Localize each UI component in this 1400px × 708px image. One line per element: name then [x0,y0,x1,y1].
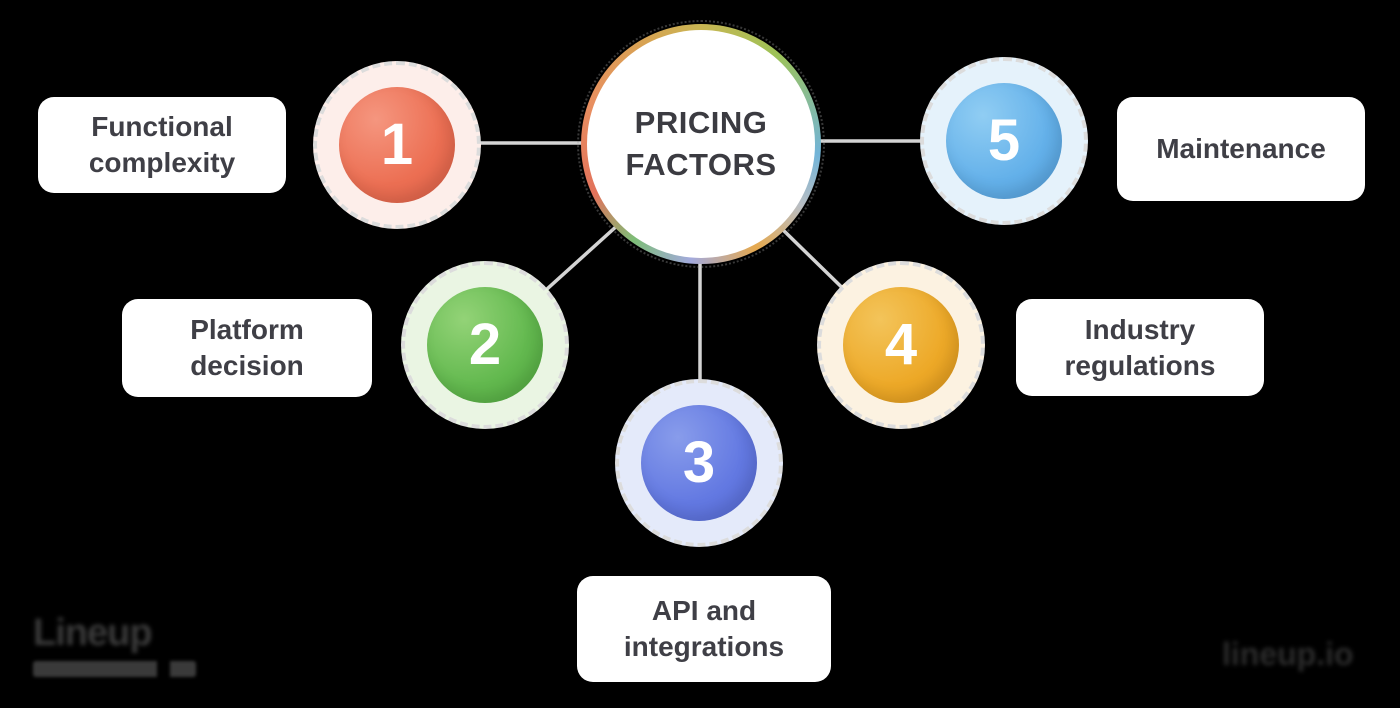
factor-circle-3: 3 [641,405,757,521]
factor-label-text-5: Maintenance [1156,133,1326,164]
factor-node-1: 1 [313,61,481,229]
factor-number-2: 2 [468,312,502,377]
watermark-tagline-bar [33,661,196,677]
factor-number-5: 5 [987,108,1021,173]
factor-circle-4: 4 [843,287,959,403]
factor-label-text-1: Functional complexity [88,111,236,178]
factor-circle-5: 5 [946,83,1062,199]
factor-label-api-and-integrations: API and integrations [577,576,831,682]
factor-node-2: 2 [401,261,569,429]
factor-node-4: 4 [817,261,985,429]
watermark-wordmark: Lineup [33,612,153,654]
diagram-title-line2: FACTORS [625,147,777,182]
factor-label-text-2: Platform decision [190,314,304,381]
factor-label-maintenance: Maintenance [1117,97,1365,201]
factor-label-text-3: API and integrations [623,595,785,662]
diagram-title: PRICING FACTORS [625,102,776,186]
diagram-title-line1: PRICING [634,105,768,140]
center-circle-face: PRICING FACTORS [587,30,815,258]
bottom-left-watermark: Lineup [33,614,196,677]
factor-label-text-4: Industry regulations [1064,313,1216,381]
bottom-right-watermark: lineup.io [1222,636,1354,672]
center-circle: PRICING FACTORS [577,20,825,268]
factor-number-3: 3 [682,430,716,495]
factor-node-3: 3 [615,379,783,547]
factor-label-industry-regulations: Industry regulations [1016,299,1264,396]
factor-number-4: 4 [884,312,918,377]
factor-label-functional-complexity: Functional complexity [38,97,286,193]
factor-circle-2: 2 [427,287,543,403]
factor-circle-1: 1 [339,87,455,203]
factor-node-5: 5 [920,57,1088,225]
factor-label-platform-decision: Platform decision [122,299,372,397]
factor-number-1: 1 [380,112,414,177]
